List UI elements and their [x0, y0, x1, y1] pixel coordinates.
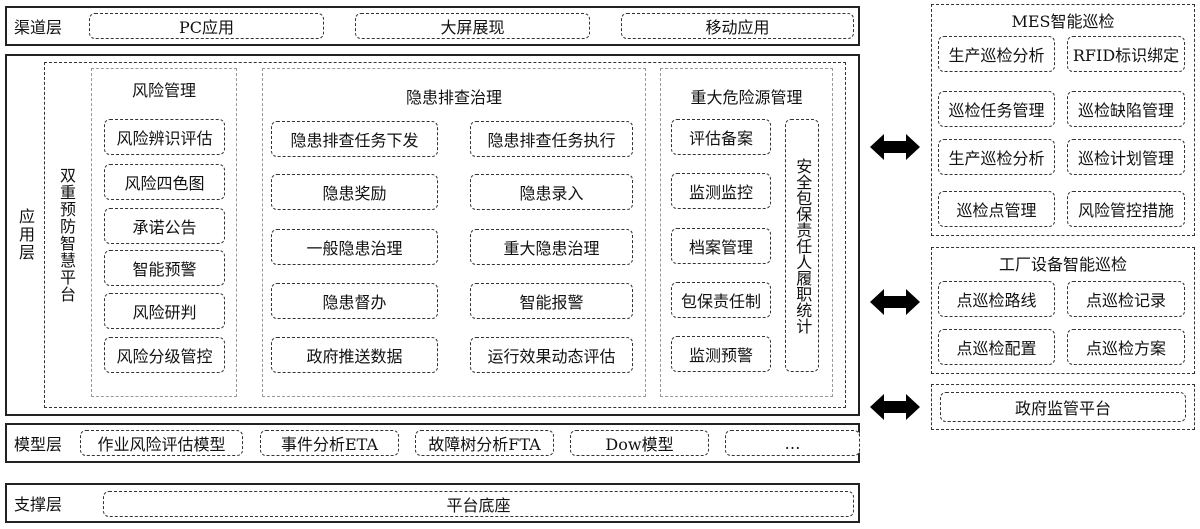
model-item-job-risk: 作业风险评估模型 [80, 430, 243, 456]
risk-item-commitment: 承诺公告 [104, 208, 225, 244]
mes-item-risk-control: 风险管控措施 [1067, 191, 1185, 227]
support-layer [5, 483, 860, 523]
prevention-platform-label: 双重预防智慧平台 [57, 167, 76, 303]
channel-item-bigscreen: 大屏展现 [355, 13, 590, 39]
risk-item-smart-warning: 智能预警 [104, 250, 225, 286]
prevention-platform-box [44, 62, 846, 408]
major-hazard-monitoring: 监测监控 [671, 173, 771, 209]
gov-platform-box: 政府监管平台 [940, 392, 1186, 422]
hazard-reward: 隐患奖励 [271, 174, 438, 210]
model-item-eta: 事件分析ETA [260, 430, 399, 456]
major-hazard-title: 重大危险源管理 [690, 88, 803, 107]
factory-item-route: 点巡检路线 [938, 281, 1055, 317]
hazard-task-dispatch: 隐患排查任务下发 [271, 121, 438, 157]
model-item-dow: Dow模型 [570, 430, 709, 456]
major-hazard-archive: 档案管理 [671, 228, 771, 264]
channel-layer [5, 6, 860, 46]
risk-item-graded-control: 风险分级管控 [104, 337, 225, 373]
hazard-governance-panel [262, 68, 646, 397]
model-layer-label: 模型层 [14, 435, 63, 454]
risk-item-judgement: 风险研判 [104, 293, 225, 329]
hazard-gov-push-data: 政府推送数据 [271, 337, 438, 373]
double-arrow-icon [870, 134, 920, 160]
mes-item-production-analysis-2: 生产巡检分析 [938, 139, 1055, 175]
mes-item-inspection-point: 巡检点管理 [938, 191, 1055, 227]
model-item-more: … [725, 430, 860, 456]
risk-item-identification: 风险辨识评估 [104, 119, 225, 155]
application-layer [5, 54, 860, 416]
major-hazard-warning: 监测预警 [671, 336, 771, 372]
support-layer-label: 支撑层 [14, 495, 63, 514]
mes-item-task-management: 巡检任务管理 [938, 91, 1055, 127]
hazard-task-execution: 隐患排查任务执行 [470, 121, 633, 157]
hazard-major-governance: 重大隐患治理 [470, 229, 633, 265]
mes-item-rfid-binding: RFID标识绑定 [1067, 36, 1185, 72]
double-arrow-icon [870, 289, 920, 315]
channel-item-mobile: 移动应用 [621, 13, 854, 39]
support-item-platform-base: 平台底座 [103, 491, 854, 517]
hazard-governance-title: 隐患排查治理 [405, 88, 502, 107]
hazard-smart-alarm: 智能报警 [470, 283, 633, 319]
major-hazard-responsibility: 包保责任制 [671, 282, 771, 318]
factory-item-record: 点巡检记录 [1067, 281, 1185, 317]
hazard-supervision: 隐患督办 [271, 283, 438, 319]
factory-item-plan: 点巡检方案 [1067, 329, 1185, 365]
risk-management-panel [91, 68, 237, 397]
gov-platform-panel [931, 384, 1195, 430]
model-item-fta: 故障树分析FTA [415, 430, 554, 456]
channel-item-pc: PC应用 [89, 13, 324, 39]
factory-inspection-title: 工厂设备智能巡检 [998, 255, 1127, 274]
hazard-effect-evaluation: 运行效果动态评估 [470, 337, 633, 373]
risk-item-four-color-map: 风险四色图 [104, 164, 225, 200]
mes-inspection-title: MES智能巡检 [1011, 12, 1115, 31]
application-layer-label: 应用层 [16, 208, 35, 262]
major-hazard-panel [660, 68, 833, 397]
hazard-entry: 隐患录入 [470, 174, 633, 210]
risk-management-title: 风险管理 [131, 81, 196, 100]
factory-item-config: 点巡检配置 [938, 329, 1055, 365]
major-hazard-filing: 评估备案 [671, 119, 771, 155]
factory-inspection-panel [931, 247, 1195, 374]
double-arrow-icon [870, 394, 920, 420]
major-hazard-responsible-stats: 安全包保责任人履职统计 [785, 119, 819, 372]
mes-item-defect-management: 巡检缺陷管理 [1067, 91, 1185, 127]
mes-item-plan-management: 巡检计划管理 [1067, 139, 1185, 175]
hazard-general-governance: 一般隐患治理 [271, 229, 438, 265]
mes-item-production-analysis-1: 生产巡检分析 [938, 36, 1055, 72]
channel-layer-label: 渠道层 [14, 18, 63, 37]
mes-inspection-panel [931, 4, 1195, 236]
